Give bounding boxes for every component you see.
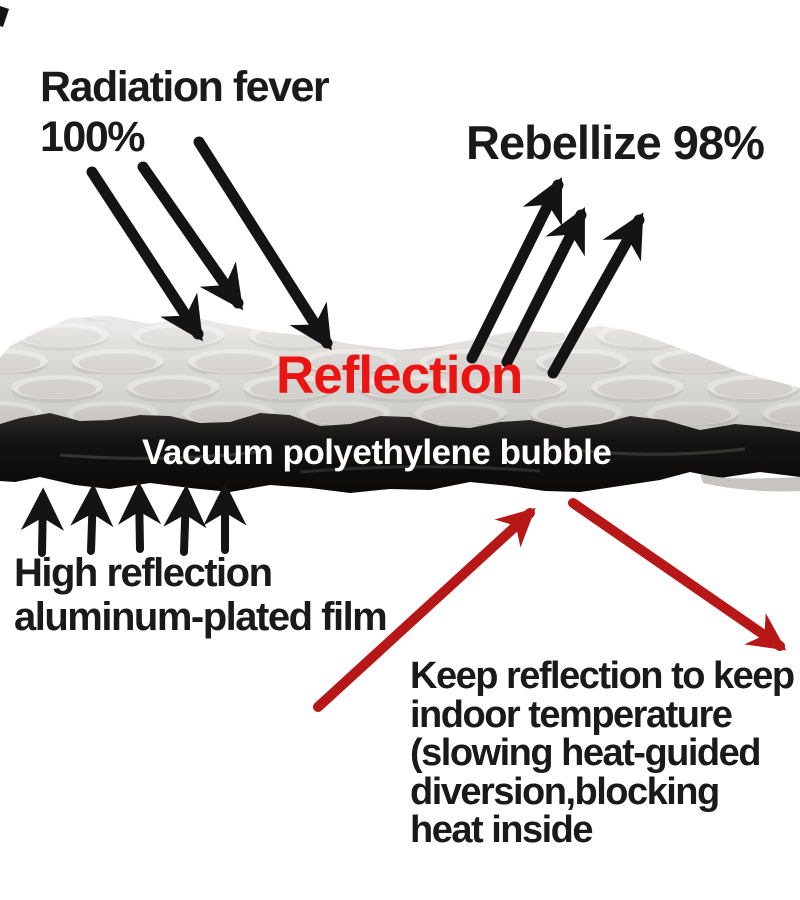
corner-artifact	[0, 6, 9, 27]
up-arrow-icon	[117, 481, 162, 553]
up-right-arrow-icon	[466, 177, 564, 364]
keep-reflection-caption: Keep reflection to keep indoor temperatu…	[410, 655, 795, 851]
film-bottom-edge	[700, 474, 800, 492]
film-reflection-arrows	[20, 481, 247, 557]
bubble-foil-top-surface	[0, 316, 800, 432]
red-arrow-to-caption-icon	[568, 498, 787, 651]
aluminum-film-label: High reflection aluminum-plated film	[14, 551, 388, 639]
down-right-arrow-icon	[193, 136, 333, 351]
rebellize-label: Rebellize 98%	[466, 116, 765, 169]
incoming-radiation-arrows	[86, 136, 333, 351]
red-arrow-to-material-icon	[313, 507, 536, 712]
up-arrow-icon	[20, 487, 64, 557]
up-right-arrow-icon	[547, 212, 645, 379]
red-pointer-arrows	[313, 498, 787, 712]
up-arrow-icon	[70, 483, 114, 555]
up-arrow-icon	[163, 484, 207, 556]
up-right-arrow-icon	[501, 207, 587, 368]
radiation-fever-label: Radiation fever 100%	[40, 63, 330, 161]
reflection-label: Reflection	[276, 346, 523, 405]
vacuum-polyethylene-bubble-label: Vacuum polyethylene bubble	[142, 433, 612, 472]
reflected-arrows	[466, 177, 645, 379]
down-right-arrow-icon	[137, 161, 244, 311]
vacuum-bubble-side-band	[0, 413, 800, 493]
down-right-arrow-icon	[86, 166, 204, 342]
